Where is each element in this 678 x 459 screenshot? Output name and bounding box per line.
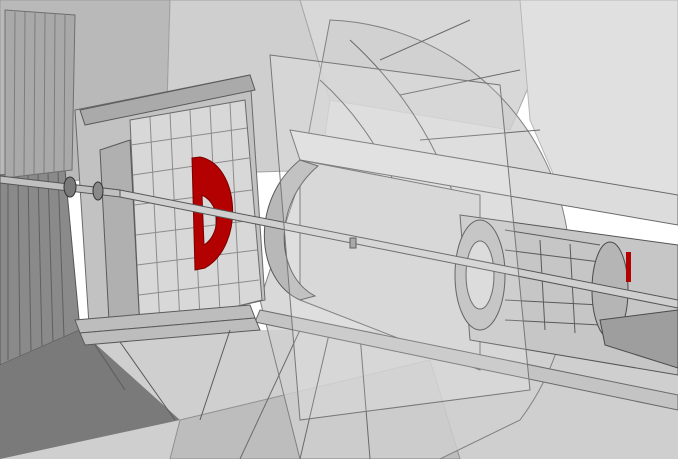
barrel-bottom-rail xyxy=(254,309,678,411)
red-strip xyxy=(626,252,631,282)
cylindrical-barrel-section xyxy=(254,129,678,411)
barrel-body xyxy=(299,159,481,371)
floor-shadow xyxy=(0,330,180,459)
inner-tracker-assembly xyxy=(454,214,678,376)
beam-pipe xyxy=(0,175,678,309)
tracker-end-block xyxy=(599,309,678,369)
barrel-front-ring xyxy=(263,159,320,301)
left-upper-louver xyxy=(4,9,76,179)
beam-pipe-main xyxy=(119,189,678,309)
square-tile-detector-wall xyxy=(74,74,266,341)
translucent-sheet xyxy=(269,54,531,421)
wall-top-bar xyxy=(79,74,256,126)
barrel-top-rail xyxy=(289,129,678,226)
red-d-shaped-component xyxy=(191,156,234,271)
beam-flange-2 xyxy=(92,181,104,201)
left-wall-panel xyxy=(0,9,81,366)
tracker-inner-ring xyxy=(465,240,495,310)
beam-flange-1 xyxy=(63,176,77,198)
red-d-shape xyxy=(191,156,234,271)
support-beam-lower xyxy=(79,317,261,346)
support-frame xyxy=(74,304,261,421)
beam-pipe-joint xyxy=(349,237,357,249)
